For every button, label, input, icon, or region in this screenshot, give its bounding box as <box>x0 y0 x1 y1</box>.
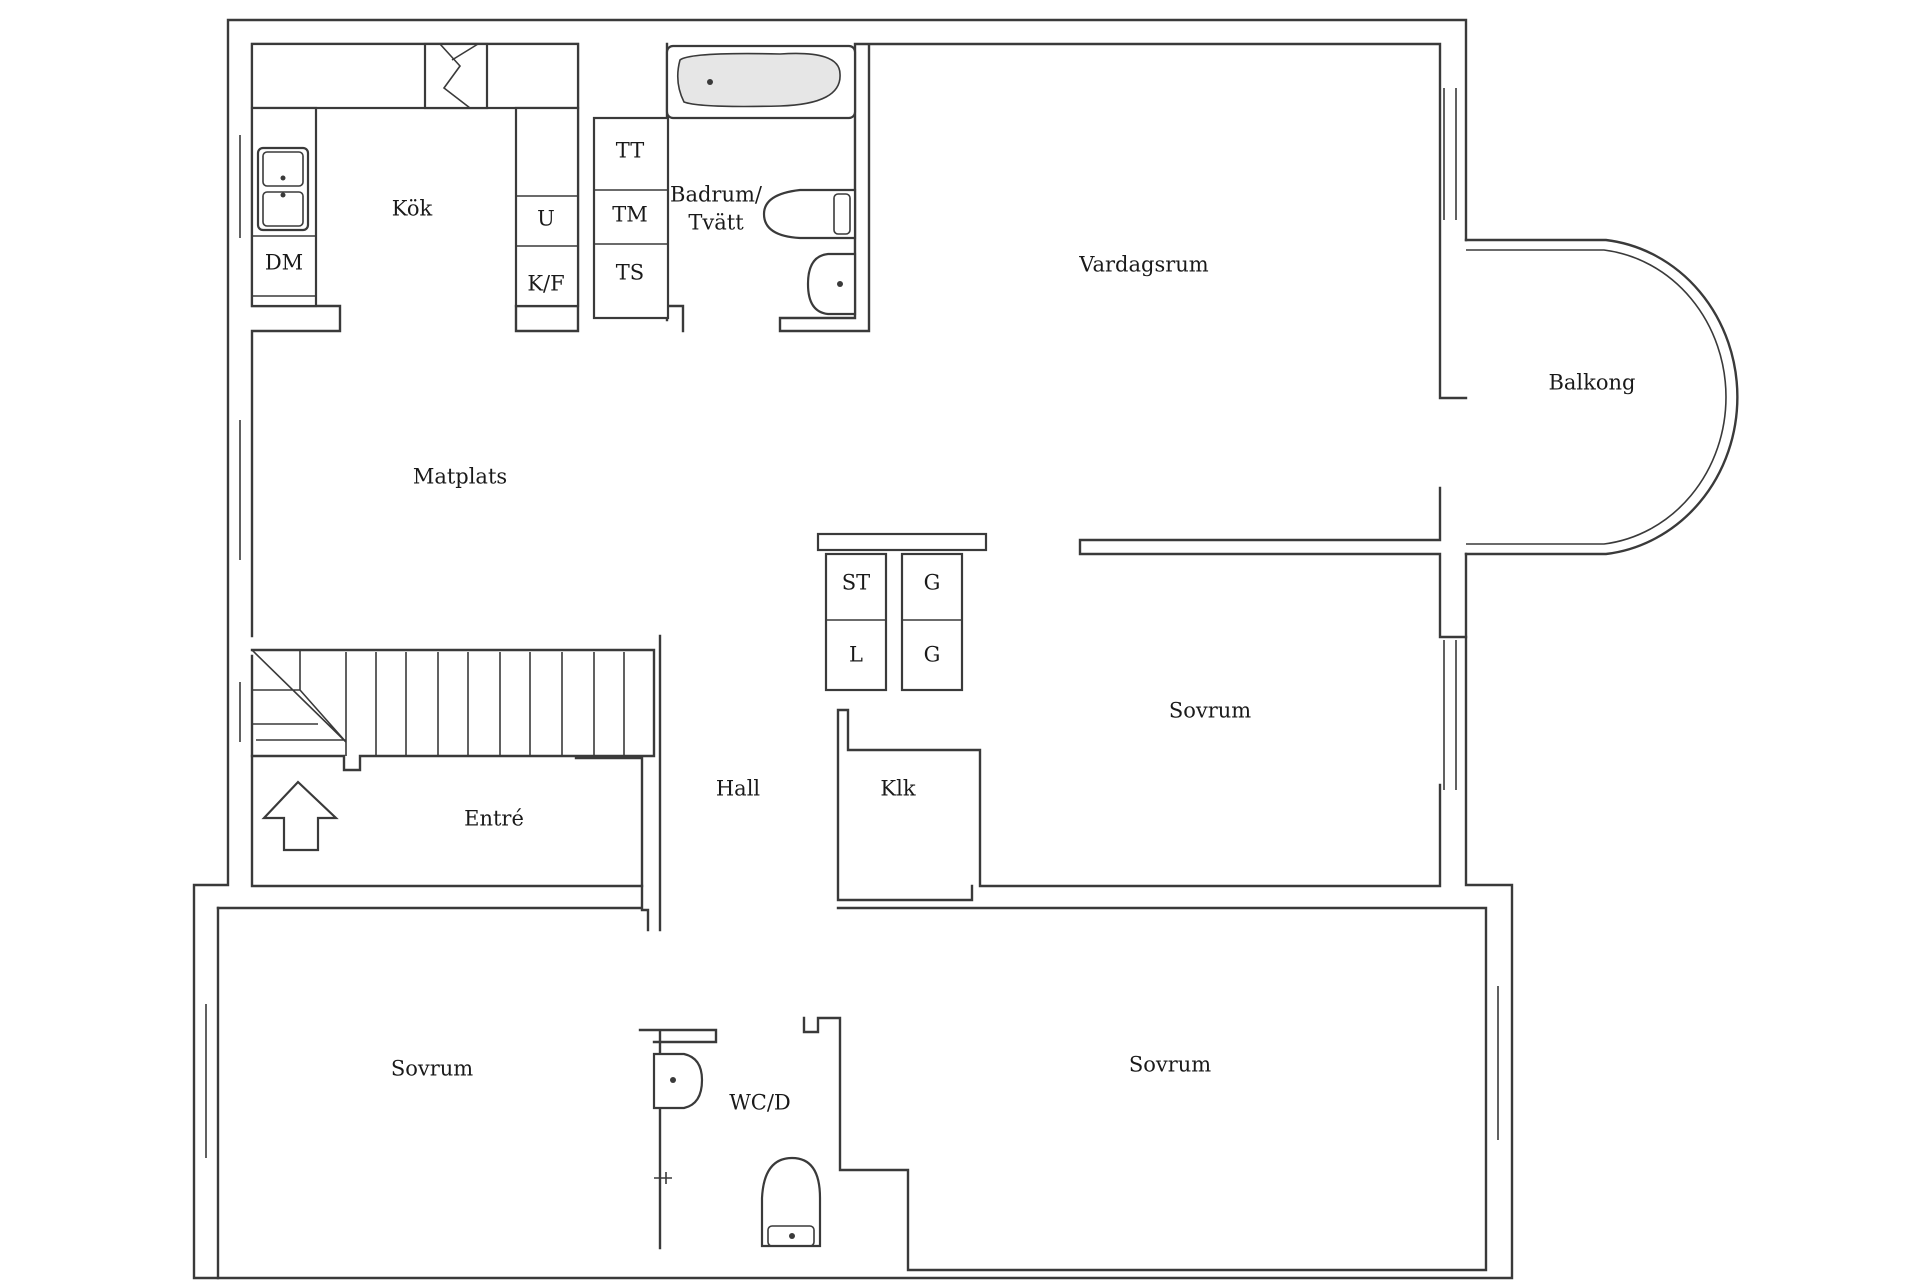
label-st: ST <box>842 571 870 595</box>
label-u: U <box>537 207 555 231</box>
room-labels: Kök DM U K/F TT TM TS Badrum/ Tvätt Vard… <box>265 139 1636 1115</box>
hall-closets <box>816 532 988 692</box>
label-sovrum-bottom: Sovrum <box>1129 1053 1211 1077</box>
wc-fittings <box>652 1052 822 1248</box>
windows <box>193 88 1499 1158</box>
cabinets-tt-tm-ts <box>592 116 670 320</box>
label-g-bottom: G <box>924 643 941 667</box>
closet-st-l <box>824 552 888 692</box>
kitchen-counter-top <box>250 42 580 110</box>
wc-washbasin-icon <box>652 1052 704 1110</box>
label-ts: TS <box>616 261 644 285</box>
label-g-top: G <box>924 571 941 595</box>
label-entre: Entré <box>464 807 524 831</box>
kitchen-sink-icon <box>256 146 310 232</box>
label-l: L <box>849 643 863 667</box>
balcony <box>1464 238 1739 556</box>
wc-toilet-icon <box>760 1156 822 1248</box>
staircase <box>250 648 656 772</box>
label-sovrum-right: Sovrum <box>1169 699 1251 723</box>
label-dm: DM <box>265 251 303 275</box>
label-wcd: WC/D <box>729 1091 791 1115</box>
label-balkong: Balkong <box>1548 371 1635 395</box>
wc-tap-icon <box>654 1172 672 1184</box>
label-tvatt: Tvätt <box>688 211 744 235</box>
kitchen-counter-right <box>514 106 580 308</box>
stove-icon <box>423 42 489 110</box>
label-badrum: Badrum/ <box>670 183 763 207</box>
label-tm: TM <box>612 203 648 227</box>
label-matplats: Matplats <box>413 465 507 489</box>
label-klk: Klk <box>880 777 915 801</box>
washbasin-icon <box>806 252 857 316</box>
label-tt: TT <box>616 139 644 163</box>
kitchen-fittings <box>250 42 580 308</box>
label-sovrum-left: Sovrum <box>391 1057 473 1081</box>
bathroom-fittings <box>592 44 857 320</box>
label-kf: K/F <box>527 272 564 296</box>
label-vardagsrum: Vardagsrum <box>1078 253 1209 277</box>
toilet-icon <box>762 188 857 240</box>
entrance-arrow-icon <box>261 780 339 852</box>
label-hall: Hall <box>716 777 761 801</box>
closet-g-g <box>900 552 964 692</box>
vent-symbol-icon <box>439 43 479 109</box>
closet-shelf <box>816 532 988 552</box>
label-kok: Kök <box>392 197 433 221</box>
exterior-walls <box>192 18 1514 1280</box>
